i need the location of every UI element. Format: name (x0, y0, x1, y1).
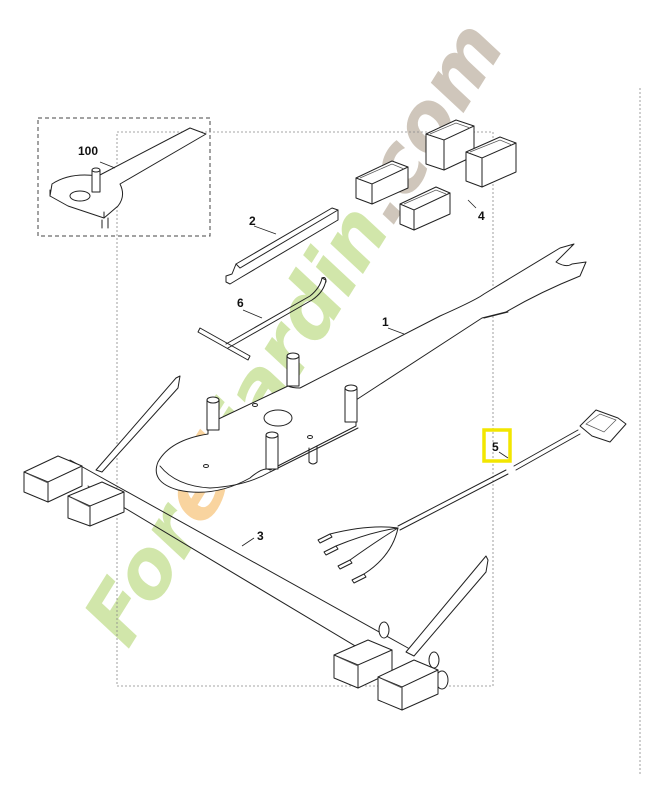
part-100-tool[interactable]: 100 (49, 127, 207, 229)
assembly-frame (116, 131, 494, 687)
pin-b (286, 352, 300, 387)
sleeve-3 (355, 160, 409, 205)
sleeve-left-1 (23, 455, 83, 503)
part-2-channel-bar[interactable]: 2 (225, 207, 339, 285)
sleeve-left-2 (67, 481, 125, 527)
callout-2: 2 (249, 214, 256, 228)
callout-1: 1 (382, 315, 389, 329)
peg-1 (378, 621, 390, 639)
inset-frame-100 (37, 117, 211, 237)
part-1-main-plate[interactable]: 1 (155, 243, 587, 493)
part-5-wire-harness[interactable]: 5 (317, 409, 627, 584)
callout-5: 5 (492, 440, 499, 454)
callout-5-highlight (482, 428, 512, 463)
sleeve-right-2 (377, 659, 439, 711)
callout-100: 100 (78, 144, 98, 158)
callout-4: 4 (478, 209, 485, 223)
callout-6: 6 (237, 296, 244, 310)
sleeve-2 (465, 136, 517, 188)
pin-a (206, 396, 220, 431)
peg-2 (428, 651, 440, 669)
sleeve-4 (399, 186, 451, 231)
part-6-hook-rod[interactable]: 6 (197, 277, 327, 361)
pin-d (265, 431, 279, 470)
part-4-sleeves[interactable]: 4 (355, 119, 517, 231)
part-3-frame-bar[interactable]: 3 (23, 375, 489, 711)
callout-3: 3 (257, 529, 264, 543)
pin-c (344, 384, 358, 423)
